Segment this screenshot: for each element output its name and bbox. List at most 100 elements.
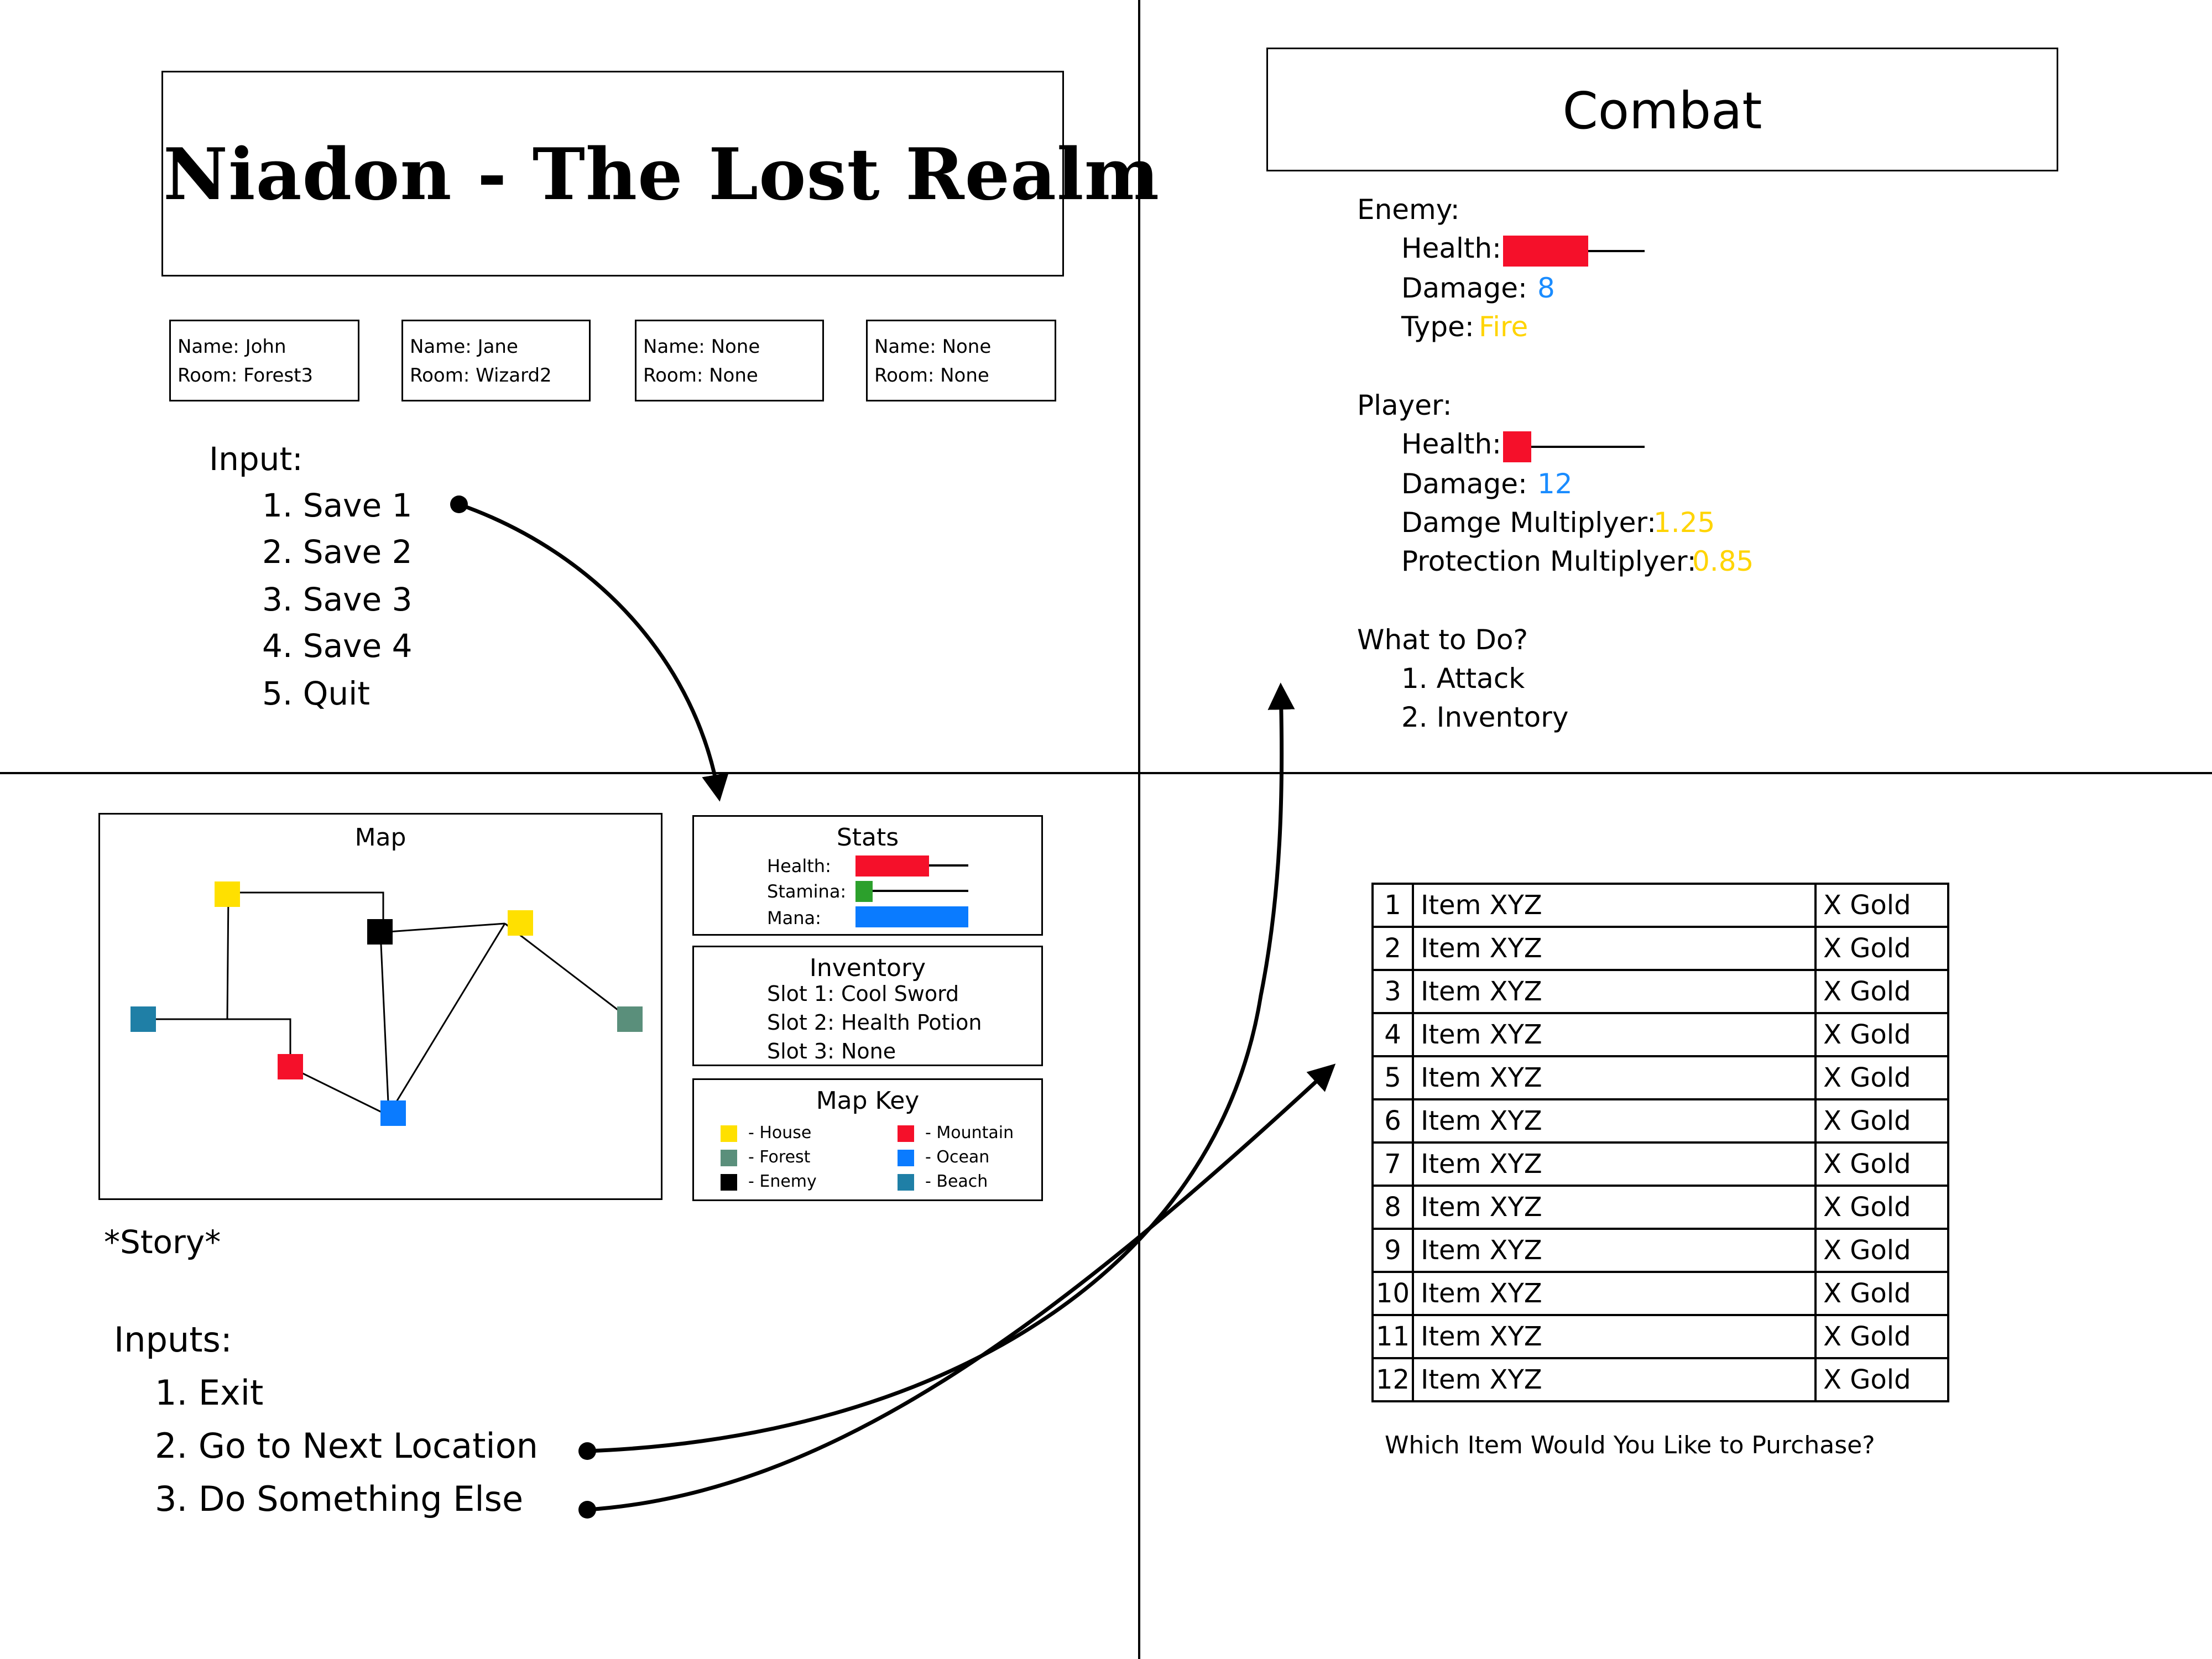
- shop-item-number: 11: [1371, 1314, 1415, 1359]
- legend-swatch-house: [721, 1125, 737, 1142]
- inventory-title: Inventory: [809, 954, 926, 982]
- damage-multiplier-label: Damge Multiplyer:: [1401, 507, 1656, 539]
- stats-title: Stats: [836, 823, 899, 852]
- map-node-enemy[interactable]: [367, 919, 393, 945]
- stat-stamina-label: Stamina:: [767, 881, 847, 902]
- legend-swatch-mountain: [898, 1125, 914, 1142]
- shop-item-name: Item XYZ: [1412, 1098, 1817, 1144]
- shop-item-price: X Gold: [1814, 1098, 1950, 1144]
- shop-item-name: Item XYZ: [1412, 969, 1817, 1014]
- arrow-next-location-to-combat: [587, 682, 1295, 1453]
- game-title: Niadon - The Lost Realm: [163, 133, 1160, 216]
- shop-item-price: X Gold: [1814, 1012, 1950, 1057]
- player-damage-label: Damage:: [1401, 468, 1527, 500]
- stat-health-bar: [855, 855, 929, 877]
- legend-label-house: - House: [748, 1123, 812, 1142]
- arrow-something-else-to-shop: [587, 1063, 1336, 1512]
- menu-option-save-1[interactable]: 1. Save 1: [262, 487, 413, 524]
- map-node-house[interactable]: [215, 881, 240, 907]
- save-slot-3[interactable]: Name: None Room: None: [635, 320, 824, 401]
- stats-panel: Stats Health: Stamina: Mana:: [692, 815, 1043, 936]
- protection-multiplier-value: 0.85: [1692, 545, 1754, 577]
- shop-item-price: X Gold: [1814, 1314, 1950, 1359]
- story-option-next-location[interactable]: 2. Go to Next Location: [155, 1426, 538, 1466]
- shop-item-name: Item XYZ: [1412, 883, 1817, 928]
- stat-mana-bar: [855, 906, 968, 927]
- menu-option-save-2[interactable]: 2. Save 2: [262, 533, 413, 571]
- map-node-house[interactable]: [508, 910, 533, 936]
- map-path: [290, 1066, 387, 1115]
- inventory-panel: Inventory Slot 1: Cool Sword Slot 2: Hea…: [692, 946, 1043, 1066]
- save-slot-4[interactable]: Name: None Room: None: [866, 320, 1056, 401]
- map-node-beach[interactable]: [131, 1006, 156, 1032]
- map-key-panel: Map Key - House - Mountain - Forest - Oc…: [692, 1078, 1043, 1201]
- map-node-forest[interactable]: [617, 1006, 643, 1032]
- save-slot-2[interactable]: Name: Jane Room: Wizard2: [401, 320, 591, 401]
- combat-option-inventory[interactable]: 2. Inventory: [1401, 701, 1569, 733]
- map-key-title: Map Key: [816, 1087, 920, 1115]
- shop-item-number: 7: [1371, 1141, 1415, 1187]
- save-slot-1[interactable]: Name: John Room: Forest3: [169, 320, 359, 401]
- menu-option-save-4[interactable]: 4. Save 4: [262, 627, 413, 665]
- save-slot-name: Name: Jane: [410, 336, 518, 358]
- enemy-damage-label: Damage:: [1401, 272, 1527, 304]
- map-graph: [144, 891, 630, 1115]
- legend-swatch-beach: [898, 1174, 914, 1191]
- shop-prompt: Which Item Would You Like to Purchase?: [1385, 1431, 1875, 1459]
- menu-option-quit[interactable]: 5. Quit: [262, 675, 371, 712]
- combat-option-attack[interactable]: 1. Attack: [1401, 662, 1525, 695]
- legend-swatch-enemy: [721, 1174, 737, 1191]
- main-menu-heading: Input:: [209, 440, 303, 478]
- legend-label-forest: - Forest: [748, 1147, 811, 1167]
- inventory-slot-2[interactable]: Slot 2: Health Potion: [767, 1010, 982, 1035]
- map-node-ocean[interactable]: [380, 1100, 406, 1126]
- shop-item-name: Item XYZ: [1412, 1012, 1817, 1057]
- shop-item-price: X Gold: [1814, 926, 1950, 971]
- map-path: [380, 922, 505, 933]
- shop-item-name: Item XYZ: [1412, 1357, 1817, 1402]
- enemy-health-bar: [1503, 236, 1588, 267]
- map-panel: Map: [98, 813, 662, 1200]
- player-heading: Player:: [1357, 389, 1452, 421]
- title-box: Niadon - The Lost Realm: [161, 71, 1160, 276]
- save-slot-room: Room: Forest3: [178, 364, 314, 387]
- stat-mana-label: Mana:: [767, 907, 821, 928]
- story-option-exit[interactable]: 1. Exit: [155, 1373, 264, 1413]
- save-slot-room: Room: None: [874, 364, 989, 387]
- shop-item-price: X Gold: [1814, 1141, 1950, 1187]
- arrow-start-dot: [578, 1442, 596, 1460]
- inventory-slot-1[interactable]: Slot 1: Cool Sword: [767, 982, 959, 1006]
- map-path: [226, 892, 229, 1020]
- player-health-track: [1503, 446, 1645, 448]
- shop-item-price: X Gold: [1814, 1357, 1950, 1402]
- shop-item-number: 8: [1371, 1185, 1415, 1230]
- shop-item-price: X Gold: [1814, 1228, 1950, 1273]
- menu-option-save-3[interactable]: 3. Save 3: [262, 581, 413, 618]
- save-slot-room: Room: None: [643, 364, 758, 387]
- save-slot-name: Name: John: [178, 336, 286, 358]
- shop-item-price: X Gold: [1814, 1185, 1950, 1230]
- inventory-slot-3[interactable]: Slot 3: None: [767, 1039, 896, 1063]
- enemy-damage-value: 8: [1537, 272, 1555, 304]
- arrow-save-to-explore: [458, 502, 729, 802]
- save-slot-name: Name: None: [643, 336, 760, 358]
- shop-item-price: X Gold: [1814, 883, 1950, 928]
- shop-item-name: Item XYZ: [1412, 1141, 1817, 1187]
- legend-label-ocean: - Ocean: [925, 1147, 990, 1167]
- story-option-something-else[interactable]: 3. Do Something Else: [155, 1479, 524, 1519]
- map-node-mountain[interactable]: [278, 1054, 303, 1079]
